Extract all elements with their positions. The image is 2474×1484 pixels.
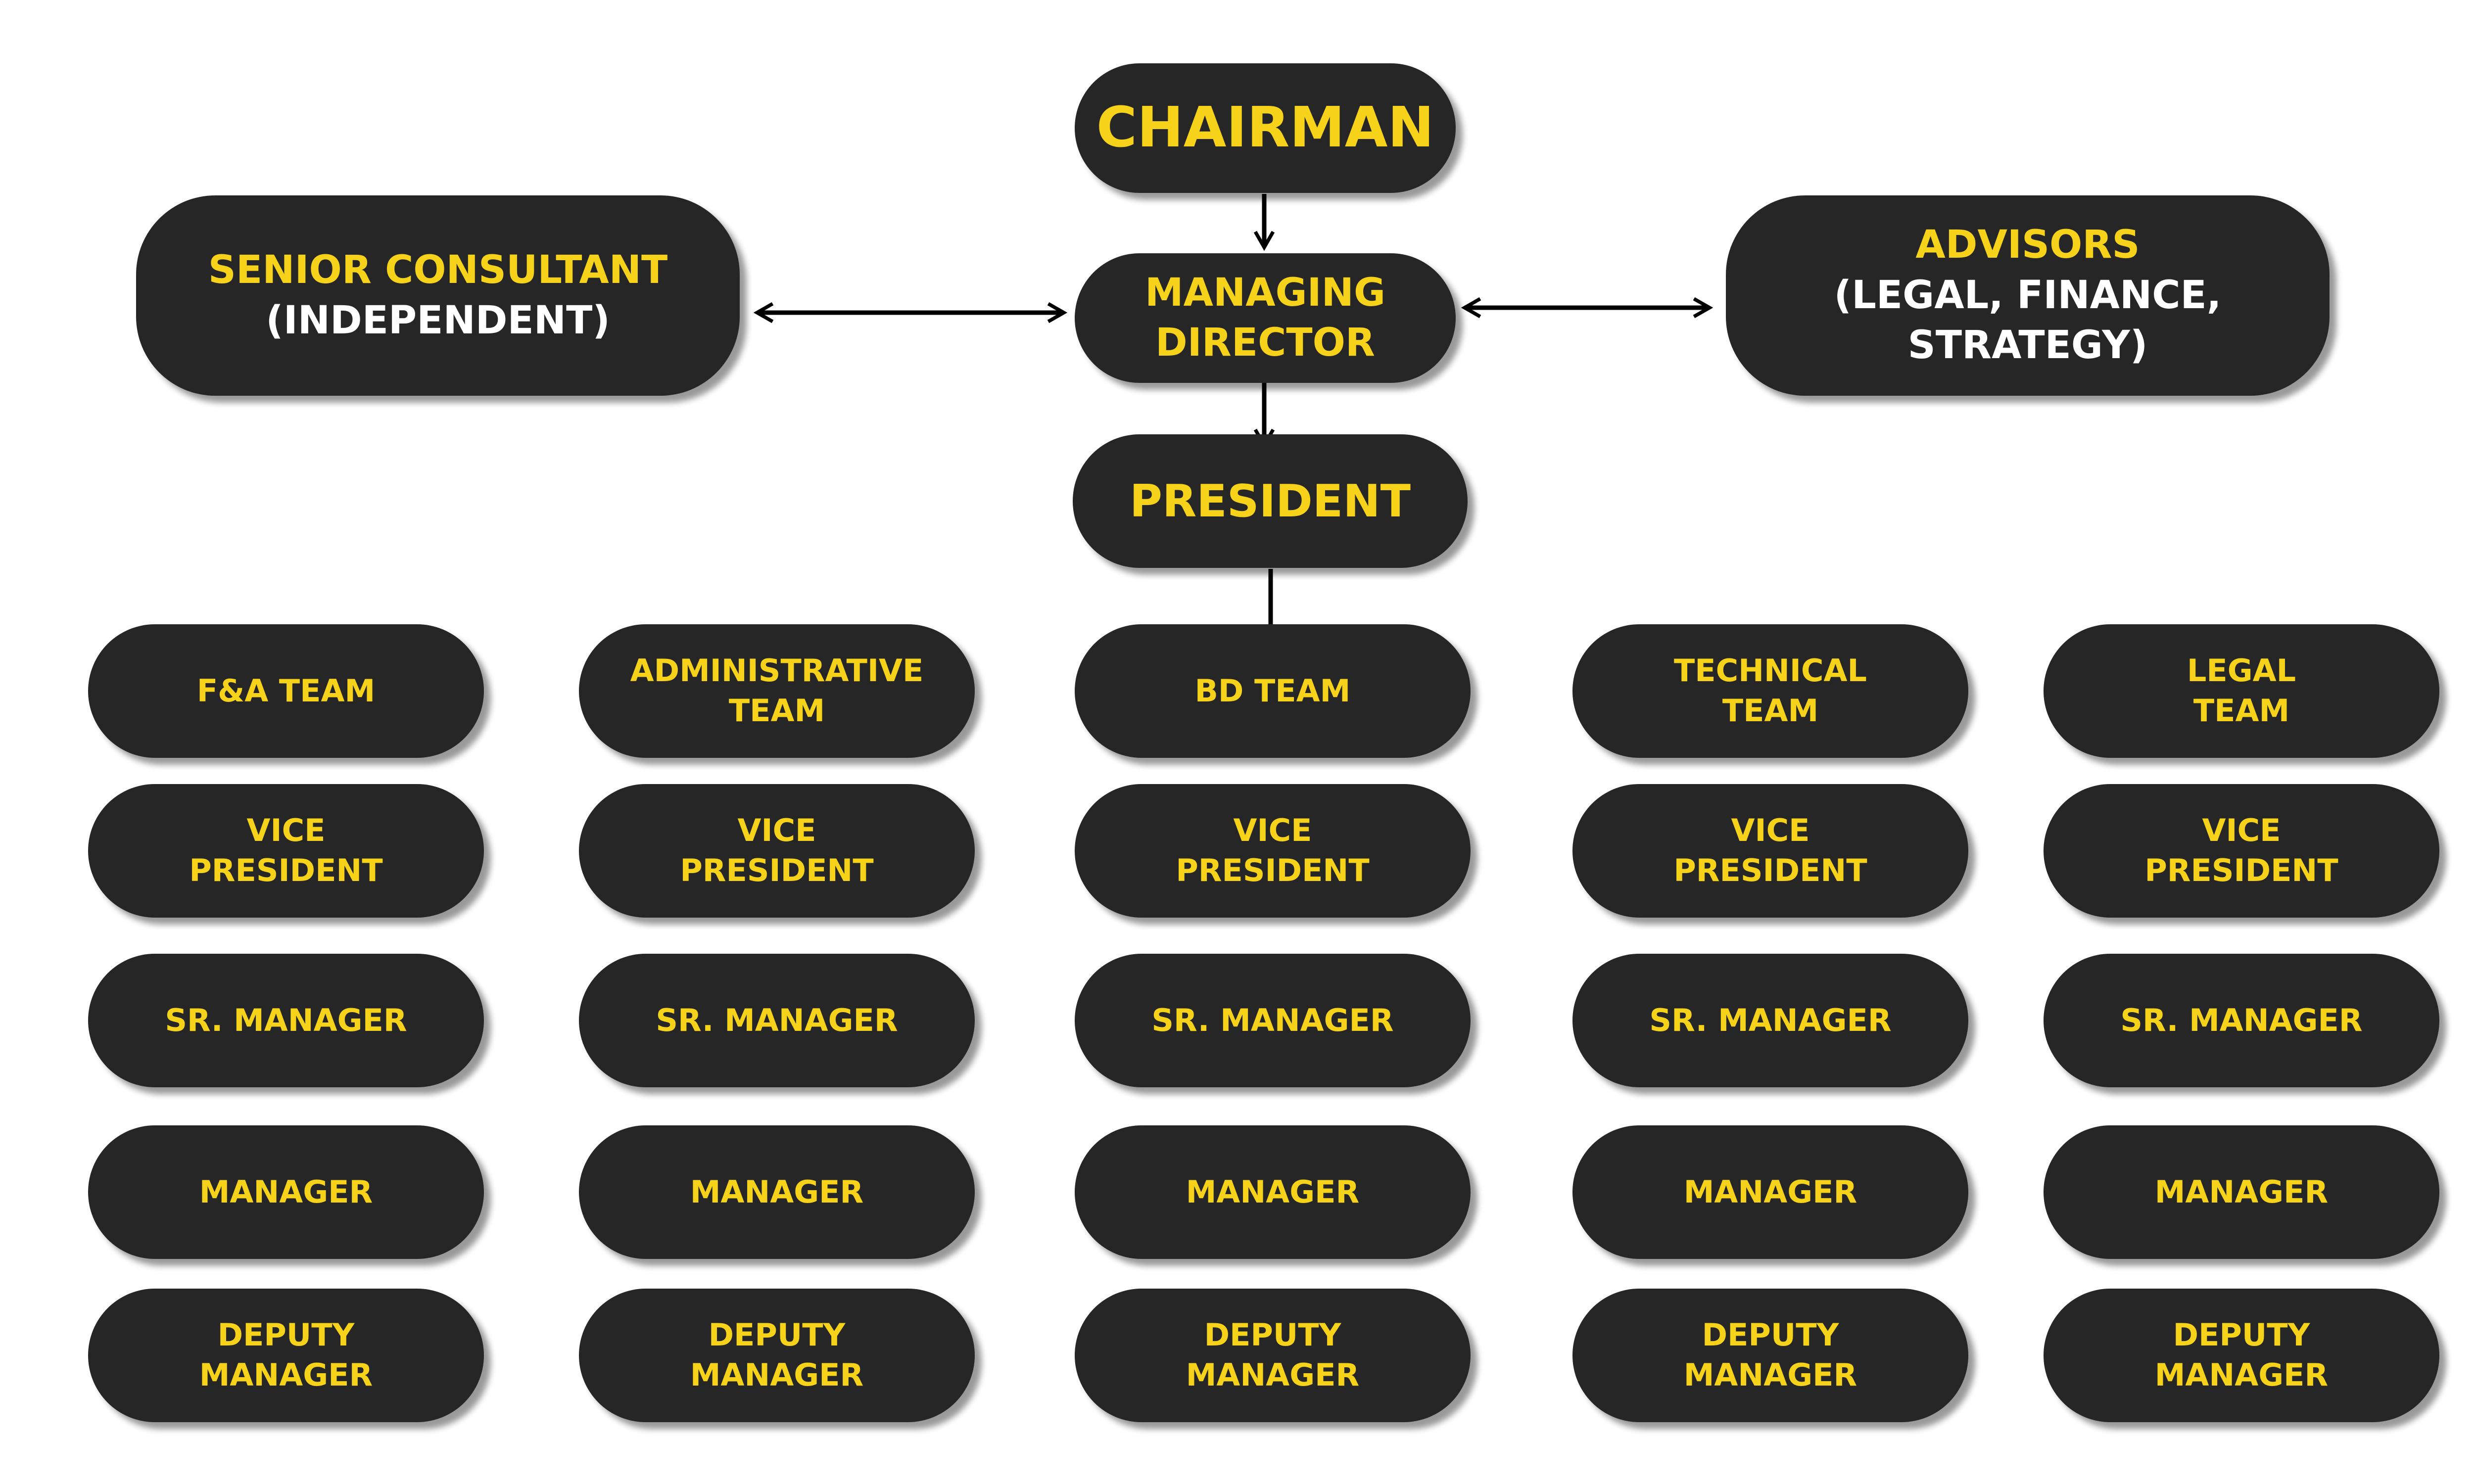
f-a-team-manager-node: MANAGER [88,1125,484,1259]
role-label-1: MANAGER [1683,1173,1857,1210]
senior-consultant-sub: (INDEPENDENT) [266,298,610,343]
bd-team-sr-manager-node: SR. MANAGER [1075,954,1471,1087]
legal-team-sr-manager-node: SR. MANAGER [2044,954,2439,1087]
senior-consultant-node: SENIOR CONSULTANT (INDEPENDENT) [136,195,740,396]
managing-director-label-1: MANAGING [1145,270,1385,315]
role-label-2: MANAGER [1683,1357,1857,1393]
role-label-1: SR. MANAGER [165,1002,407,1038]
chairman-label: CHAIRMAN [1096,95,1434,160]
role-label-1: SR. MANAGER [656,1002,898,1038]
administrative-team-sr-manager-node: SR. MANAGER [579,954,975,1087]
role-label-1: DEPUTY [2173,1317,2310,1353]
legal-team-manager-node: MANAGER [2044,1125,2439,1259]
role-label-1: VICE [1731,812,1810,849]
advisors-sub-2: STRATEGY) [1907,323,2148,368]
role-label-2: PRESIDENT [680,852,874,888]
role-label-1: DEPUTY [708,1317,846,1353]
role-label-2: MANAGER [199,1357,373,1393]
role-label-1: MANAGER [199,1173,373,1210]
advisors-sub-1: (LEGAL, FINANCE, [1834,273,2222,318]
role-label-2: PRESIDENT [1176,852,1370,888]
team-label-2: TEAM [1722,693,1819,729]
technical-team-node: TECHNICAL TEAM [1572,624,1968,758]
role-label-2: PRESIDENT [189,852,383,888]
advisors-title: ADVISORS [1915,223,2140,268]
advisors-node: ADVISORS (LEGAL, FINANCE, STRATEGY) [1726,195,2330,396]
administrative-team-deputy-manager-node: DEPUTY MANAGER [579,1289,975,1422]
president-label: PRESIDENT [1130,475,1411,527]
role-label-1: VICE [1233,812,1312,849]
managing-director-label-2: DIRECTOR [1155,321,1375,365]
role-label-2: PRESIDENT [2144,852,2338,888]
role-label-2: MANAGER [1186,1357,1360,1393]
team-label-1: BD TEAM [1194,672,1351,709]
role-label-1: SR. MANAGER [2120,1002,2363,1038]
technical-team-sr-manager-node: SR. MANAGER [1572,954,1968,1087]
role-label-1: VICE [2202,812,2281,849]
senior-consultant-title: SENIOR CONSULTANT [208,248,668,293]
president-node: PRESIDENT [1073,434,1468,568]
role-label-1: MANAGER [690,1173,864,1210]
role-label-1: VICE [737,812,816,849]
role-label-1: DEPUTY [1204,1317,1341,1353]
role-label-1: SR. MANAGER [1649,1002,1892,1038]
administrative-team-node: ADMINISTRATIVE TEAM [579,624,975,758]
f-a-team-deputy-manager-node: DEPUTY MANAGER [88,1289,484,1422]
team-label-2: TEAM [728,693,825,729]
role-label-2: MANAGER [690,1357,864,1393]
role-label-1: MANAGER [1186,1173,1360,1210]
technical-team-manager-node: MANAGER [1572,1125,1968,1259]
role-label-2: PRESIDENT [1673,852,1867,888]
role-label-1: DEPUTY [217,1317,355,1353]
team-label-1: TECHNICAL [1674,652,1867,689]
bd-team-deputy-manager-node: DEPUTY MANAGER [1075,1289,1471,1422]
team-label-2: TEAM [2193,693,2290,729]
role-label-1: MANAGER [2154,1173,2329,1210]
role-label-1: SR. MANAGER [1151,1002,1394,1038]
legal-team-deputy-manager-node: DEPUTY MANAGER [2044,1289,2439,1422]
f-a-team-sr-manager-node: SR. MANAGER [88,954,484,1087]
bd-team-node: BD TEAM [1075,624,1471,758]
team-label-1: F&A TEAM [196,672,376,709]
legal-team-node: LEGAL TEAM [2044,624,2439,758]
bd-team-manager-node: MANAGER [1075,1125,1471,1259]
f-a-team-node: F&A TEAM [88,624,484,758]
technical-team-deputy-manager-node: DEPUTY MANAGER [1572,1289,1968,1422]
role-label-2: MANAGER [2154,1357,2329,1393]
team-label-1: ADMINISTRATIVE [630,652,924,689]
chairman-node: CHAIRMAN [1075,63,1456,193]
team-label-1: LEGAL [2187,652,2296,689]
managing-director-node: MANAGING DIRECTOR [1075,253,1456,383]
role-label-1: VICE [246,812,326,849]
administrative-team-manager-node: MANAGER [579,1125,975,1259]
role-label-1: DEPUTY [1702,1317,1839,1353]
